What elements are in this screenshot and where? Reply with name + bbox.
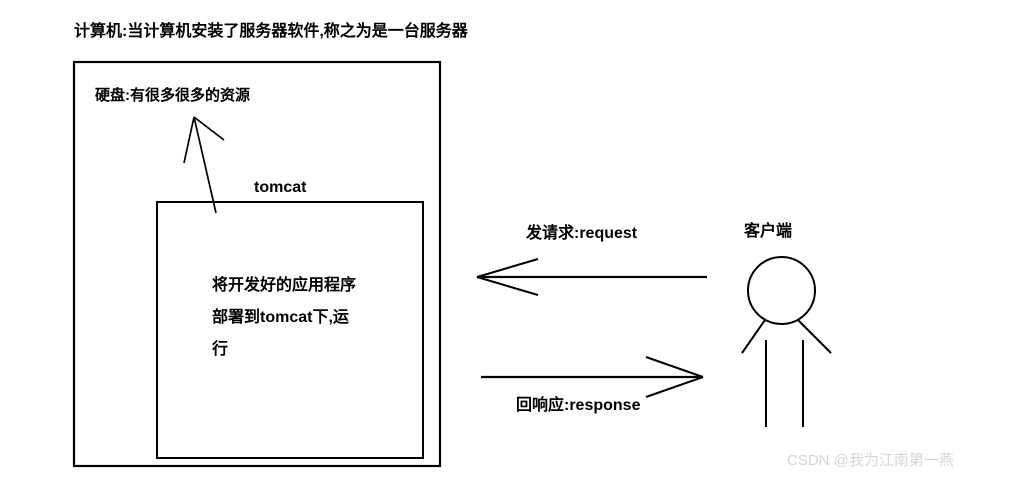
csdn-watermark: CSDN @我为江南第一燕 — [787, 452, 954, 469]
deploy-description: 将开发好的应用程序 部署到tomcat下,运 行 — [212, 270, 412, 366]
response-arrow-label: 回响应:response — [516, 397, 641, 414]
diagram-title: 计算机:当计算机安装了服务器软件,称之为是一台服务器 — [74, 23, 468, 40]
deploy-line: 行 — [212, 341, 229, 358]
disk-pointer-arrow — [183, 116, 225, 214]
stick-figure-head — [747, 256, 816, 325]
hard-disk-label: 硬盘:有很多很多的资源 — [95, 87, 250, 104]
client-label: 客户端 — [744, 223, 793, 240]
stick-figure-arm-right — [797, 319, 832, 354]
tomcat-inner-box — [156, 201, 424, 459]
tomcat-label: tomcat — [254, 179, 307, 196]
response-arrow — [481, 356, 704, 398]
request-arrow — [476, 258, 707, 296]
deploy-line: 将开发好的应用程序 — [212, 277, 357, 294]
client-stick-figure — [741, 256, 832, 427]
server-outer-box — [72, 60, 442, 468]
stick-figure-arm-left — [741, 319, 766, 354]
deploy-line: 部署到tomcat下,运 — [212, 309, 349, 326]
request-arrow-label: 发请求:request — [526, 225, 638, 242]
